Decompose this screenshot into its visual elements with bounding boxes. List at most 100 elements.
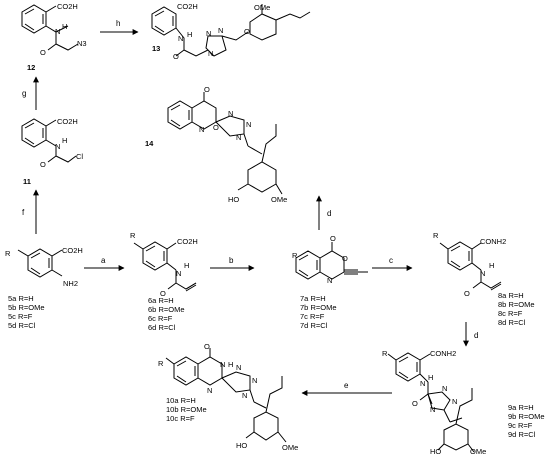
step-e-label: e (344, 381, 349, 390)
c5-variant-b: 5b R=OMe (8, 303, 45, 312)
step-a-label: a (101, 256, 106, 265)
c5-variant-d: 5d R=Cl (8, 321, 36, 330)
c6-group-2: CO2H (177, 237, 198, 246)
c7-variant-d: 7d R=Cl (300, 321, 328, 330)
c5-group-1: R (5, 249, 11, 258)
c9-group-9: HO (430, 447, 441, 456)
c10-variant-c: 10c R=F (166, 414, 195, 423)
c14-group-8: OMe (271, 195, 287, 204)
c7-variant-b: 7b R=OMe (300, 303, 337, 312)
step-g: g (22, 76, 39, 110)
c6-variant-c: 6c R=F (148, 314, 173, 323)
c5-variant-a: 5a R=H (8, 294, 34, 303)
c7-group-3: O (342, 254, 348, 263)
c5-group-2: CO2H (62, 246, 83, 255)
c7-group-2: O (330, 234, 336, 243)
c11-group-3: N (55, 142, 60, 151)
c10-group-2: R (158, 359, 164, 368)
step-b-label: b (229, 256, 234, 265)
step-h: h (100, 19, 139, 35)
c8-group-5: O (464, 289, 470, 298)
c12-group-2: H (62, 22, 67, 31)
c9-group-1: R (382, 349, 388, 358)
c12-group-5: N3 (77, 39, 87, 48)
compound-10: O R H N N N N N HO OMe 10a R=H 10b R=OMe… (158, 342, 298, 452)
compound-5: R CO2H NH2 5a R=H 5b R=OMe 5c R=F 5d R=C… (5, 246, 83, 330)
c11-number: 11 (23, 177, 31, 186)
c7-variants: 7a R=H 7b R=OMe 7c R=F 7d R=Cl (300, 294, 337, 330)
c13-number: 13 (152, 44, 160, 53)
c9-group-5: O (412, 399, 418, 408)
c10-group-3: H (228, 360, 233, 369)
c13-group-4: OMe (254, 3, 270, 12)
c7-group-1: R (292, 251, 298, 260)
c14-group-2: O (213, 123, 219, 132)
c13-group-8: O (244, 27, 250, 36)
c12-group-3: N (55, 27, 60, 36)
c5-variant-c: 5c R=F (8, 312, 33, 321)
step-c: c (372, 256, 413, 271)
c9-variant-b: 9b R=OMe (508, 412, 545, 421)
step-d-upper-label: d (327, 209, 331, 218)
c11-group-4: O (40, 160, 46, 169)
c14-group-4: N (228, 109, 233, 118)
c10-group-5: N (207, 386, 212, 395)
compound-13: CO2H N H OMe N N N O O 13 (151, 2, 311, 61)
c8-variant-c: 8c R=F (498, 309, 523, 318)
c13-group-5: N (206, 29, 211, 38)
c6-group-4: N (176, 269, 181, 278)
c10-group-4: N (220, 360, 225, 369)
c13-group-1: CO2H (177, 2, 198, 11)
c9-group-8: N (430, 405, 435, 414)
c14-group-7: HO (228, 195, 239, 204)
c14-group-3: N (199, 125, 204, 134)
c10-variant-a: 10a R=H (166, 396, 196, 405)
c9-variant-a: 9a R=H (508, 403, 534, 412)
step-d-lower: d (463, 322, 478, 347)
c13-group-3: H (187, 30, 192, 39)
c8-variant-d: 8d R=Cl (498, 318, 526, 327)
step-d-lower-label: d (474, 331, 478, 340)
c12-group-4: O (40, 48, 46, 57)
compound-6: R CO2H H N O 6a R=H 6b R=OMe 6c R=F 6d R… (130, 231, 198, 332)
c10-group-7: N (252, 376, 257, 385)
c8-group-4: N (480, 269, 485, 278)
c10-group-9: HO (236, 441, 247, 450)
c13-group-6: N (218, 26, 223, 35)
step-h-label: h (116, 19, 120, 28)
c13-group-7: N (208, 49, 213, 58)
c12-number: 12 (27, 63, 35, 72)
compound-11: CO2H H N O Cl 11 (21, 117, 83, 186)
step-d-upper: d (316, 195, 331, 230)
c8-variant-b: 8b R=OMe (498, 300, 535, 309)
compound-9: R CONH2 H N O N N N HO OMe 9a R=H 9b R=O… (382, 349, 545, 456)
c9-group-6: N (442, 384, 447, 393)
c10-group-1: O (204, 342, 210, 351)
c6-variant-a: 6a R=H (148, 296, 174, 305)
c6-variants: 6a R=H 6b R=OMe 6c R=F 6d R=Cl (148, 296, 185, 332)
c9-group-4: N (420, 379, 425, 388)
step-b: b (210, 256, 255, 271)
c7-group-4: N (327, 276, 332, 285)
c10-group-6: N (236, 363, 241, 372)
c8-variant-a: 8a R=H (498, 291, 524, 300)
c9-group-7: N (452, 397, 457, 406)
c5-group-3: NH2 (63, 279, 78, 288)
c6-group-1: R (130, 231, 136, 240)
c9-variant-c: 9c R=F (508, 421, 533, 430)
c9-group-3: H (428, 373, 433, 382)
compound-8: R CONH2 H N O 8a R=H 8b R=OMe 8c R=F 8d … (433, 231, 535, 327)
step-g-label: g (22, 89, 26, 98)
c10-variants: 10a R=H 10b R=OMe 10c R=F (166, 396, 207, 423)
c12-group-1: CO2H (57, 2, 78, 11)
step-f: f (22, 189, 39, 234)
c14-group-5: N (236, 133, 241, 142)
c6-variant-b: 6b R=OMe (148, 305, 185, 314)
reaction-arrows: h g f a b c d d (22, 19, 478, 396)
c6-group-3: H (184, 261, 189, 270)
c13-group-2: N (178, 34, 183, 43)
c7-variant-c: 7c R=F (300, 312, 325, 321)
c9-variant-d: 9d R=Cl (508, 430, 536, 439)
c6-variant-d: 6d R=Cl (148, 323, 176, 332)
